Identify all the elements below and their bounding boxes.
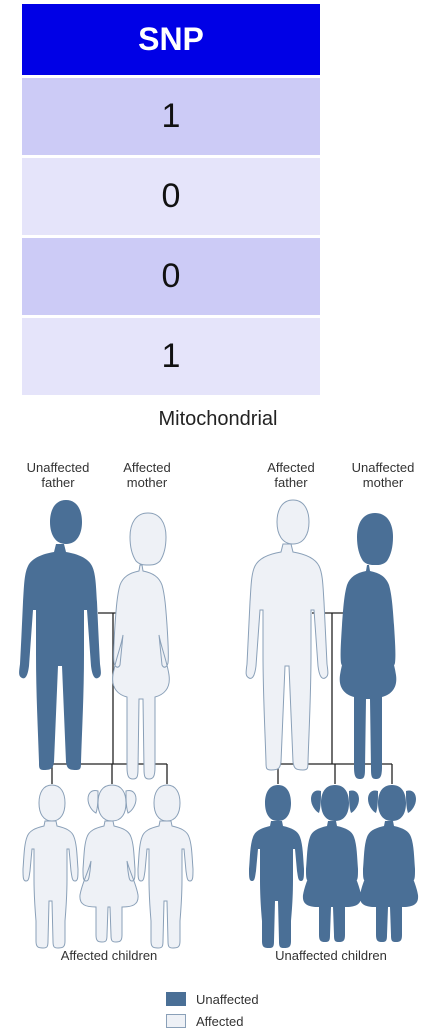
legend-item-affected: Affected — [166, 1012, 259, 1030]
pedigree-figures — [0, 400, 436, 1028]
snp-row: 1 — [22, 318, 320, 395]
right-children-caption: Unaffected children — [226, 948, 436, 963]
affected-mother-figure — [113, 513, 170, 779]
unaffected-mother-figure — [340, 513, 397, 779]
unaffected-father-figure — [19, 500, 101, 770]
legend-swatch-affected — [166, 1014, 186, 1028]
snp-header: SNP — [22, 4, 320, 75]
unaffected-child-figure — [360, 785, 418, 942]
left-children-caption: Affected children — [2, 948, 216, 963]
affected-child-figure — [80, 785, 138, 942]
unaffected-child-figure — [303, 785, 361, 942]
legend-label: Affected — [196, 1014, 243, 1029]
legend-label: Unaffected — [196, 992, 259, 1007]
snp-row: 1 — [22, 78, 320, 155]
snp-row: 0 — [22, 238, 320, 315]
legend: Unaffected Affected — [166, 990, 259, 1030]
snp-row: 0 — [22, 158, 320, 235]
affected-child-figure — [23, 785, 78, 948]
mitochondrial-inheritance-diagram: Mitochondrial Unaffected father Affected… — [0, 400, 436, 1028]
legend-item-unaffected: Unaffected — [166, 990, 259, 1008]
affected-father-figure — [246, 500, 328, 770]
legend-swatch-unaffected — [166, 992, 186, 1006]
unaffected-child-figure — [249, 785, 304, 948]
affected-child-figure — [138, 785, 193, 948]
snp-table: SNP 1 0 0 1 — [22, 4, 320, 395]
